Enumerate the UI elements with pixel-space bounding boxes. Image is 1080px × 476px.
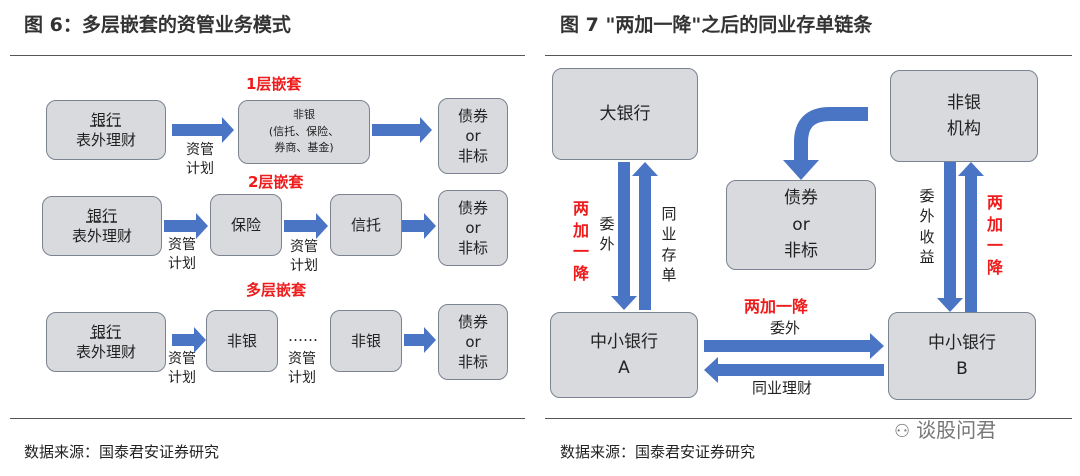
- row3-bank-line1: 银行: [90, 322, 121, 341]
- row1-nonbank-title: 非银: [293, 108, 315, 122]
- row3-ellipsis: ……: [288, 327, 318, 345]
- figure-7-source: 数据来源：国泰君安证券研究: [560, 443, 756, 461]
- arrow-nonbank-to-bankb: [937, 162, 963, 312]
- arrow-bigbank-to-banka: [611, 162, 637, 310]
- row1-nest-label: 1层嵌套: [246, 75, 302, 93]
- watermark: ⚇谈股问君: [894, 414, 996, 443]
- row2-bank-line1: 银行: [86, 206, 117, 225]
- label-lianjia-right: 两 加 一 降: [986, 193, 1003, 277]
- wechat-icon: ⚇: [894, 421, 911, 442]
- row1-channel-label: 资管 计划: [186, 142, 214, 177]
- small-bank-b-box: 中小银行 B: [888, 312, 1036, 400]
- label-weiwai-shouyi: 委 外 收 益: [919, 187, 935, 266]
- nonbank-institution-box: 非银 机构: [890, 70, 1038, 162]
- arrow-banka-to-bankb: [704, 333, 884, 359]
- row2-target-box: 债券 or 非标: [438, 190, 508, 266]
- row1-nonbank-detail1: (信托、保险、: [268, 124, 340, 138]
- row2-trust-box: 信托: [330, 194, 402, 256]
- small-bank-a-box: 中小银行 A: [550, 312, 698, 398]
- row3-target-box: 债券 or 非标: [438, 304, 508, 380]
- row1-bank-line1: 银行: [90, 110, 121, 129]
- watermark-text: 谈股问君: [916, 418, 997, 442]
- label-weiwai-mid: 委外: [770, 319, 801, 337]
- big-bank-box: 大银行: [552, 68, 698, 160]
- label-tongye-cundan: 同 业 存 单: [661, 205, 677, 284]
- figure-6-source: 数据来源：国泰君安证券研究: [24, 443, 220, 461]
- row3-channel-label-1: 资管 计划: [168, 351, 196, 386]
- label-weiwai-left: 委 外: [599, 215, 615, 254]
- row1-arrow-nonbank-to-target: [372, 117, 432, 143]
- row2-insurance-box: 保险: [210, 194, 282, 256]
- figure-7-bottom-rule: [545, 418, 1072, 419]
- row3-channel-label-2: 资管 计划: [288, 351, 316, 386]
- figure-7-title: 图 7 "两加一降"之后的同业存单链条: [560, 14, 873, 36]
- curved-arrow-nonbank-to-target: [794, 107, 868, 162]
- row1-bank-box: 银行 表外理财: [46, 100, 166, 160]
- row3-arrow-bank-to-nonbank: [172, 327, 206, 353]
- label-lianjia-left: 两 加 一 降: [572, 199, 589, 283]
- curved-arrow-head: [783, 160, 819, 180]
- arrow-bankb-to-nonbank: [958, 162, 984, 312]
- row1-target-box: 债券 or 非标: [438, 98, 508, 174]
- row2-arrow-bank-to-insurance: [164, 213, 208, 239]
- row1-nonbank-detail2: 券商、基金): [274, 141, 334, 155]
- figure-6-bottom-rule: [10, 418, 525, 419]
- row2-arrow-insurance-to-trust: [284, 213, 328, 239]
- row1-arrow-bank-to-nonbank: [172, 117, 234, 143]
- arrow-banka-to-bigbank: [632, 162, 658, 310]
- row3-nonbank-box-1: 非银: [206, 310, 278, 372]
- row3-nonbank-box-2: 非银: [330, 310, 402, 372]
- row3-bank-line2: 表外理财: [75, 343, 136, 361]
- row1-bank-line2: 表外理财: [75, 131, 136, 149]
- label-lianjia-mid: 两加一降: [744, 297, 809, 316]
- row3-bank-box: 银行 表外理财: [46, 312, 166, 372]
- figure-6-top-rule: [10, 55, 525, 56]
- figure-7-top-rule: [545, 55, 1072, 56]
- row2-channel-label-1: 资管 计划: [168, 237, 196, 272]
- arrow-bankb-to-banka: [704, 357, 884, 383]
- row2-bank-box: 银行 表外理财: [42, 196, 162, 256]
- row2-channel-label-2: 资管 计划: [290, 239, 318, 274]
- row2-nest-label: 2层嵌套: [248, 173, 304, 191]
- row1-nonbank-box: 非银 (信托、保险、 券商、基金): [238, 100, 370, 164]
- bond-or-nonstandard-box: 债券 or 非标: [726, 180, 876, 270]
- label-tongye-licai: 同业理财: [752, 379, 813, 397]
- row2-bank-line2: 表外理财: [71, 227, 132, 245]
- row3-nest-label: 多层嵌套: [246, 281, 307, 299]
- row2-arrow-trust-to-target: [402, 213, 436, 239]
- figure-6-title: 图 6：多层嵌套的资管业务模式: [24, 14, 291, 36]
- row3-arrow-nonbank-to-target: [404, 327, 436, 353]
